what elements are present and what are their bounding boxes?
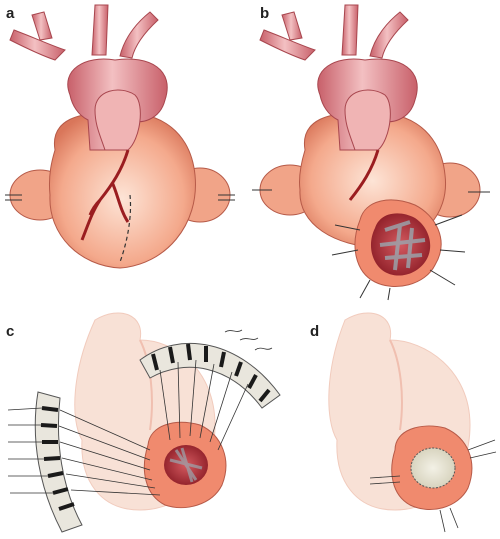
heart-illustration-b bbox=[252, 4, 490, 301]
panel-c: c bbox=[0, 300, 290, 539]
heart-illustration-a bbox=[5, 4, 235, 269]
panel-label-a: a bbox=[6, 5, 15, 22]
panel-d: d bbox=[300, 300, 500, 539]
heart-illustration-c bbox=[7, 312, 281, 533]
panel-a: a bbox=[0, 0, 250, 275]
panel-label-c: c bbox=[6, 323, 15, 340]
panel-b: b bbox=[250, 0, 500, 301]
panel-label-b: b bbox=[260, 5, 270, 22]
panel-label-d: d bbox=[310, 323, 320, 340]
heart-illustration-d bbox=[328, 312, 497, 533]
